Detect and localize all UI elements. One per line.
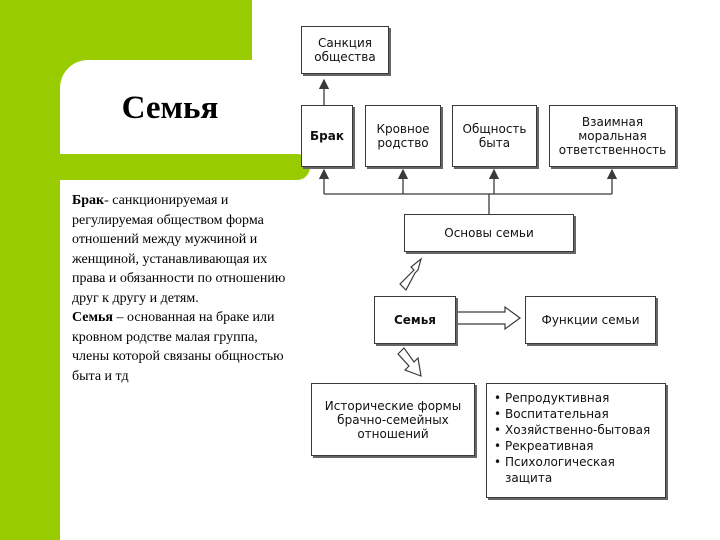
definitions-text: Брак- санкционируемая и регулируемая общ…: [72, 191, 294, 386]
slide-title: Семья: [121, 90, 219, 126]
function-item: Психологическая защита: [493, 454, 659, 486]
node-functions-list: Репродуктивная Воспитательная Хозяйствен…: [486, 383, 666, 498]
node-kinship: Кровное родство: [365, 105, 441, 167]
term-marriage: Брак: [72, 193, 105, 208]
function-item: Репродуктивная: [493, 390, 659, 406]
hollow-arrow-family-to-functions: [454, 305, 522, 331]
node-functions: Функции семьи: [525, 296, 656, 344]
hollow-arrow-family-to-foundations: [399, 257, 423, 291]
node-foundations: Основы семьи: [404, 214, 574, 252]
decor-green-divider-bar: [30, 154, 310, 180]
function-item: Рекреативная: [493, 438, 659, 454]
function-item: Воспитательная: [493, 406, 659, 422]
definition-family: – основанная на браке или кровном родств…: [72, 310, 284, 384]
node-family: Семья: [374, 296, 456, 344]
decor-green-top-block: [60, 0, 252, 60]
node-historical: Исторические формы брачно-семейных отнош…: [311, 383, 475, 456]
node-household: Общность быта: [452, 105, 537, 167]
node-sanction: Санкция общества: [301, 26, 389, 74]
function-item: Хозяйственно-бытовая: [493, 422, 659, 438]
decor-green-left-bar: [0, 0, 60, 540]
hollow-arrow-family-to-historical: [397, 347, 422, 377]
node-responsibility: Взаимная моральная ответственность: [549, 105, 676, 167]
term-family: Семья: [72, 310, 114, 325]
definition-marriage: - санкционируемая и регулируемая обществ…: [72, 193, 286, 306]
node-marriage: Брак: [301, 105, 353, 167]
